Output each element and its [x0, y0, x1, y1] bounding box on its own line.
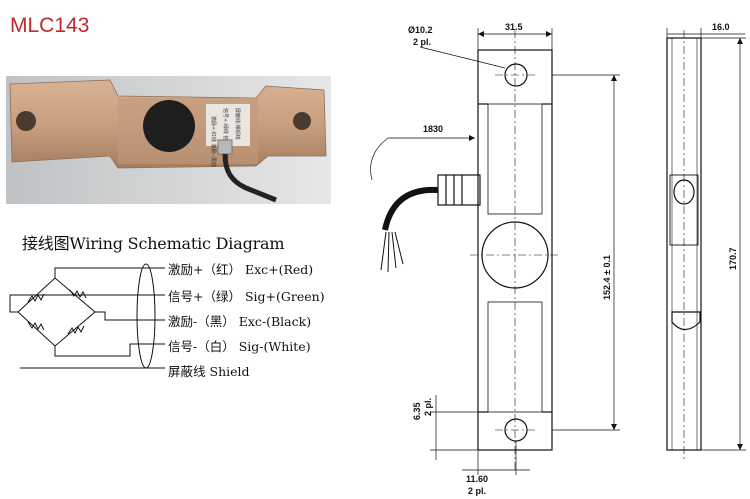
dim-width: 31.5 [505, 22, 523, 32]
photo-label-line: 激励+:红线 激励-:黑线 [210, 116, 217, 167]
wire-cn: 屏蔽线 [168, 364, 206, 379]
dim-hole-offset-count: 2 pl. [468, 486, 486, 496]
wire-sig-plus: 信号+（绿） Sig+(Green) [168, 286, 325, 305]
wire-cn: 激励-（黑） [168, 314, 235, 329]
dim-hole-offset: 11.60 [466, 474, 488, 484]
technical-drawing: Ø10.2 2 pl. 31.5 1830 152.4 ± 0.1 170.7 … [370, 22, 746, 496]
wire-sig-minus: 信号-（白） Sig-(White) [168, 336, 311, 355]
wire-shield: 屏蔽线 Shield [168, 361, 250, 380]
wire-en: Sig-(White) [238, 339, 311, 354]
wire-cn: 激励+（红） [168, 262, 241, 277]
wire-en: Shield [209, 364, 250, 379]
dim-total-length: 170.7 [728, 247, 738, 270]
photo-label-text: 激励+:红线 激励-:黑线 信号+:绿线 信号-:白线 屏蔽线:裸铜线 [210, 108, 241, 167]
dim-hole-dia: Ø10.2 [408, 25, 433, 35]
dim-hole-spacing: 152.4 ± 0.1 [602, 255, 612, 300]
dim-cable-length: 1830 [423, 124, 443, 134]
dim-edge-offset: 6.35 [412, 402, 422, 420]
wire-cn: 信号-（白） [168, 339, 235, 354]
wire-en: Sig+(Green) [244, 289, 325, 304]
model-label: MLC143 [10, 14, 90, 37]
product-photo: 激励+:红线 激励-:黑线 信号+:绿线 信号-:白线 屏蔽线:裸铜线 [6, 76, 331, 204]
wire-en: Exc-(Black) [238, 314, 312, 329]
dim-edge-offset-count: 2 pl. [423, 398, 433, 416]
wiring-schematic [9, 263, 165, 369]
wire-cn: 信号+（绿） [168, 289, 241, 304]
wire-exc-plus: 激励+（红） Exc+(Red) [168, 259, 313, 278]
dim-hole-count: 2 pl. [413, 37, 431, 47]
wire-en: Exc+(Red) [244, 262, 314, 277]
wire-exc-minus: 激励-（黑） Exc-(Black) [168, 311, 311, 330]
photo-label-line: 屏蔽线:裸铜线 [234, 108, 241, 140]
photo-label-line: 信号+:绿线 信号-:白线 [222, 108, 229, 159]
dim-thickness: 16.0 [712, 22, 730, 32]
wiring-title: 接线图Wiring Schematic Diagram [22, 234, 285, 253]
